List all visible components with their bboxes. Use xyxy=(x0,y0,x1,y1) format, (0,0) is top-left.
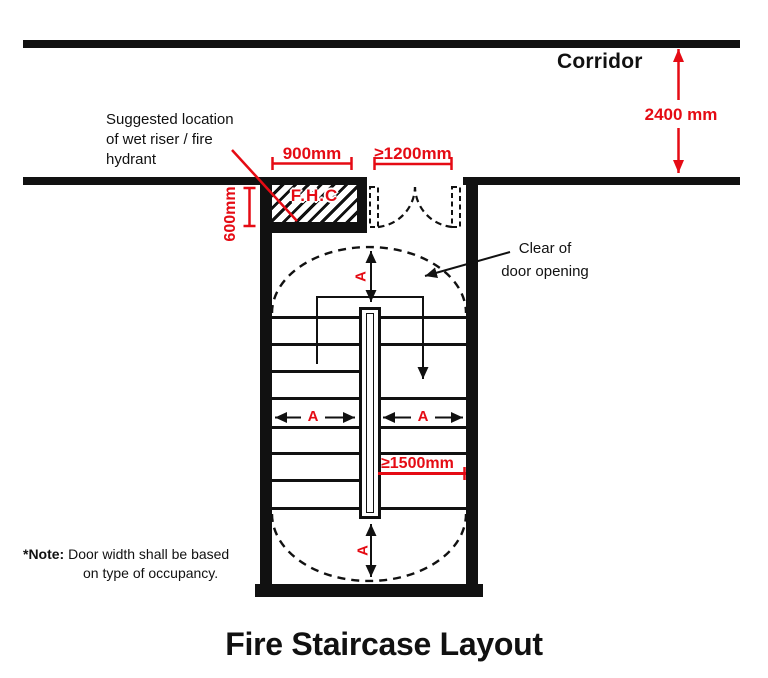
note-prefix: *Note: xyxy=(23,546,65,562)
stair-tread-line xyxy=(378,451,466,455)
stair-tread-line xyxy=(272,451,360,455)
shaft-bottom-wall xyxy=(255,584,483,597)
wet-riser-annotation-line1: Suggested location xyxy=(106,111,234,128)
stair-tread-line xyxy=(378,396,466,400)
dim-a-right-label: A xyxy=(417,408,429,425)
dim-1200-label: ≥1200mm xyxy=(374,144,452,163)
clearance-arc-top xyxy=(270,245,468,314)
corridor-top-wall xyxy=(23,40,740,48)
stair-tread-line xyxy=(272,425,360,429)
clear-door-leader-arrow xyxy=(424,251,511,279)
stair-central-divider xyxy=(359,307,381,519)
dim-a-top-label: A xyxy=(352,271,370,282)
shaft-right-wall xyxy=(466,177,478,597)
fhc-hatched-box xyxy=(272,185,357,222)
dim-600-label: 600mm xyxy=(222,186,239,242)
clear-door-annotation-line1: Clear of xyxy=(518,240,572,257)
corridor-label: Corridor xyxy=(557,50,643,73)
note-line1: *Note: Door width shall be based xyxy=(23,545,229,564)
stair-tread-line xyxy=(272,506,360,510)
door-swing-arc-right xyxy=(413,186,453,229)
door-swing-arc-left xyxy=(377,186,417,229)
stair-central-divider-inner xyxy=(366,312,374,513)
fhc-label: F.H.C xyxy=(290,186,339,205)
clear-door-annotation: Clear of door opening xyxy=(488,237,602,283)
wet-riser-annotation-line2: of wet riser / fire xyxy=(106,131,213,148)
dim-2400-label: 2400 mm xyxy=(644,105,718,124)
dim-900-label: 900mm xyxy=(282,144,342,163)
stair-tread-line xyxy=(272,478,360,482)
clearance-arc-bottom xyxy=(270,513,468,583)
door-leaf-left xyxy=(369,186,379,228)
note-annotation: *Note: Door width shall be based on type… xyxy=(23,545,229,582)
stair-tread-line xyxy=(272,396,360,400)
wet-riser-annotation: Suggested location of wet riser / fire h… xyxy=(106,110,234,170)
corridor-bottom-wall-left xyxy=(23,177,367,185)
dim-a-left-label: A xyxy=(307,408,319,425)
clear-door-annotation-line2: door opening xyxy=(501,263,589,280)
stair-tread-line xyxy=(378,425,466,429)
dim-1500-label: ≥1500mm xyxy=(381,455,454,472)
dim-a-bottom-label: A xyxy=(354,545,372,556)
wet-riser-leader-line xyxy=(231,149,298,222)
fhc-bottom-border xyxy=(260,222,367,233)
diagram-title: Fire Staircase Layout xyxy=(225,626,543,662)
stair-tread-line xyxy=(272,369,360,373)
fhc-right-pier xyxy=(357,177,367,233)
note-line2: on type of occupancy. xyxy=(83,564,219,581)
note-text: Door width shall be based xyxy=(64,546,230,562)
stair-tread-line xyxy=(378,506,466,510)
door-leaf-right xyxy=(451,186,461,228)
shaft-left-wall xyxy=(260,177,272,597)
stair-travel-path xyxy=(316,296,429,379)
corridor-bottom-wall-right xyxy=(463,177,740,185)
wet-riser-annotation-line3: hydrant xyxy=(106,151,157,168)
